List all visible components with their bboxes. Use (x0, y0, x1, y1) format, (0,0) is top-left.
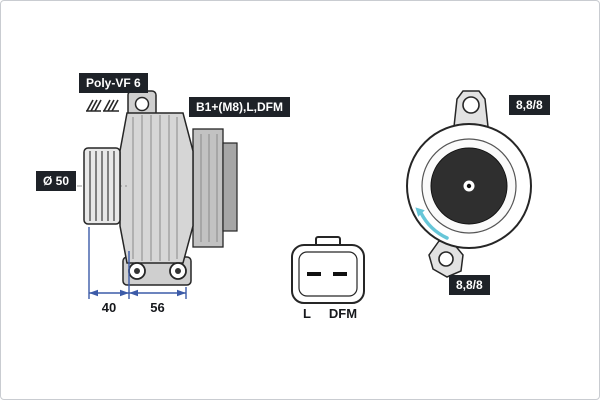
rear-top-lug-hole (462, 96, 480, 114)
rear-housing (192, 128, 224, 248)
alternator-rear-view (406, 90, 532, 278)
label-bolt-spec-top: 8,8/8 (509, 95, 550, 115)
connector-pin-dfm-label: DFM (328, 306, 358, 321)
dimension-arrowheads (89, 289, 186, 297)
rear-cap (222, 142, 238, 232)
alternator-side-view (119, 90, 238, 286)
connector-inner-shell (298, 251, 358, 297)
bottom-bolt-left-center (134, 268, 140, 274)
rear-shaft-center-dot (466, 183, 472, 189)
side-top-lug-hole (134, 96, 150, 112)
label-belt-type: Poly-VF 6 (79, 73, 148, 93)
bottom-bolt-right-center (175, 268, 181, 274)
belt-profile-hatch (86, 99, 119, 112)
pulley-grooves (89, 151, 115, 221)
label-bolt-spec-bottom: 8,8/8 (449, 275, 490, 295)
connector-outer-shell (291, 244, 365, 304)
connector-pin-l-label: L (303, 306, 311, 321)
front-bracket (119, 112, 194, 264)
connector-detail (291, 236, 365, 304)
rotation-arrowhead (415, 207, 425, 217)
dimension-value-56: 56 (150, 300, 165, 315)
rear-bottom-lug-hole (438, 251, 454, 267)
label-pulley-diameter: Ø 50 (36, 171, 77, 191)
pulley-side-view (77, 147, 127, 225)
housing-fins (132, 115, 178, 261)
label-terminals: B1+(M8),L,DFM (189, 97, 290, 117)
rotation-arrow (415, 207, 449, 240)
dimension-value-40: 40 (101, 300, 117, 315)
